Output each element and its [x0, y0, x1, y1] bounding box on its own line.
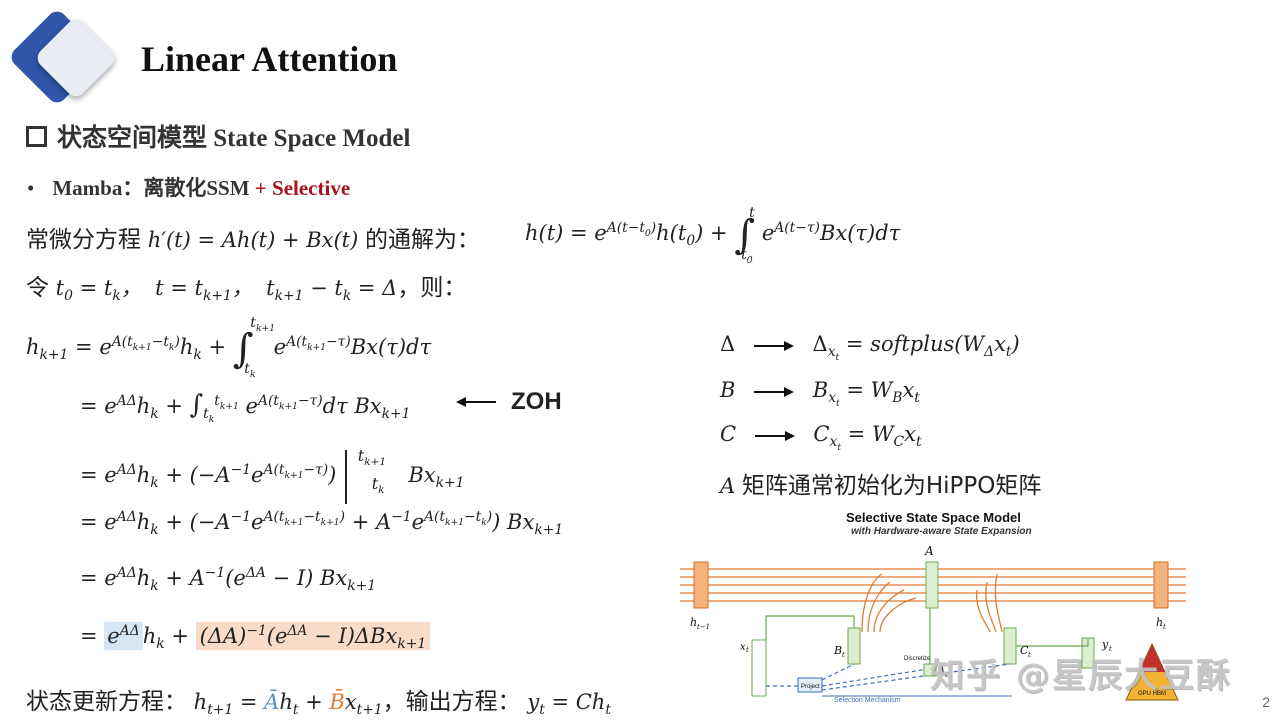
x-block: [751, 639, 767, 697]
ode-equation: h′(t) = Ah(t) + Bx(t): [147, 228, 359, 252]
mamba-bullet: • Mamba：离散化SSM + Selective: [27, 172, 350, 202]
let-prefix: 令: [26, 275, 49, 301]
section-heading: 状态空间模型 State Space Model: [26, 118, 410, 154]
selective-ssm-diagram: A h t−1 h t x t B t C t y t Δ t Project …: [680, 544, 1186, 704]
arrow-right-icon: [754, 386, 795, 397]
zoh-arrow-icon: [456, 397, 496, 407]
arrow-right-icon: [754, 430, 795, 441]
bullet-dot-icon: •: [27, 176, 35, 200]
hippo-line: A 矩阵通常初始化为HiPPO矩阵: [720, 473, 1042, 499]
h-prev-block: [693, 561, 709, 609]
bullet-discretize: 离散化: [143, 176, 207, 200]
let-line: 令 t0 = tk， t = tk+1， tk+1 − tk = Δ，则：: [26, 275, 467, 305]
label-x-t: x: [740, 642, 746, 653]
gpu-pyramid-top-icon: [1139, 644, 1165, 672]
derivation-line-3: = eAΔhk + (−A−1eA(tk+1−τ)) tk+1 tk Bxk+1: [80, 446, 464, 504]
b-block: [847, 627, 861, 665]
derivation-line-1: hk+1 = eA(tk+1−tk)hk + ∫ tk+1 tk eA(tk+1…: [26, 315, 432, 380]
watermark: 知乎 @星辰大豆酥: [930, 656, 1232, 696]
ode-general-solution: 的通解为：: [365, 227, 481, 253]
hippo-text: 矩阵通常初始化为HiPPO矩阵: [741, 473, 1042, 499]
h-t-block: [1153, 561, 1169, 609]
label-x-t-sub: t: [746, 646, 749, 654]
bullet-plus: +: [254, 176, 267, 200]
state-update-line: 状态更新方程： ht+1 = Āht + B̄xt+1，输出方程： yt = C…: [26, 689, 611, 719]
label-gpu: GPU HBM: [1138, 691, 1166, 697]
label-c-t-sub: t: [1028, 651, 1031, 659]
figure-title: Selective State Space Model: [846, 510, 1021, 525]
checkbox-square-icon: [26, 126, 47, 147]
label-project: Project: [801, 684, 820, 690]
map-b: B Bxt = WBxt: [720, 378, 920, 409]
bullet-ssm: SSM: [206, 176, 250, 200]
map-delta: Δ Δxt = softplus(WΔxt): [720, 332, 1020, 363]
zoh-label: ZOH: [511, 388, 562, 415]
label-discretize: Discretize: [904, 656, 931, 662]
section-label-en: State Space Model: [213, 125, 411, 152]
delta-block: [923, 663, 937, 677]
page-title: Linear Attention: [141, 39, 398, 79]
bullet-selective: Selective: [272, 176, 351, 200]
label-h-t-sub: t: [1163, 623, 1166, 631]
bullet-mamba: Mamba：: [52, 176, 144, 200]
general-solution-equation: h(t) = eA(t−t0)h(t0) + ∫ t t0 eA(t−τ)Bx(…: [525, 205, 901, 266]
label-b-t: B: [833, 644, 842, 657]
label-h-prev: h: [690, 616, 697, 629]
label-b-t-sub: t: [842, 651, 845, 659]
project-block: [797, 677, 823, 693]
label-h-t: h: [1156, 616, 1163, 629]
label-y-t: y: [1101, 638, 1109, 651]
ode-line: 常微分方程 h′(t) = Ah(t) + Bx(t) 的通解为：: [26, 220, 480, 254]
state-update-label: 状态更新方程：: [26, 689, 187, 715]
let-then: ，则：: [397, 275, 467, 301]
label-selection: Selection Mechanism: [834, 697, 901, 704]
derivation-line-5: = eAΔhk + A−1(eΔA − I) Bxk+1: [80, 565, 377, 595]
a-block: [925, 561, 939, 609]
ode-intro: 常微分方程: [26, 227, 141, 253]
label-a: A: [924, 544, 934, 558]
map-c: C Cxt = WCxt: [720, 422, 922, 453]
label-delta-t: Δ: [937, 666, 945, 677]
highlight-b-bar: (ΔA)−1(eΔA − I)ΔBxk+1: [195, 622, 431, 651]
label-y-t-sub: t: [1109, 645, 1112, 653]
page-number: 2: [1262, 694, 1270, 710]
label-h-prev-sub: t−1: [697, 623, 710, 631]
figure-subtitle: with Hardware-aware State Expansion: [851, 526, 1032, 537]
derivation-line-4: = eAΔhk + (−A−1eA(tk+1−tk+1) + A−1eA(tk+…: [80, 509, 564, 539]
highlight-a-bar: eAΔ: [104, 622, 143, 650]
arrow-right-icon: [753, 340, 794, 351]
section-label-cn: 状态空间模型: [57, 123, 208, 152]
label-delta-t-sub: t: [945, 671, 948, 679]
label-c-t: C: [1020, 644, 1029, 657]
derivation-line-2: = eAΔhk + ∫tktk+1 eA(tk+1−τ)dτ Bxk+1: [80, 390, 411, 425]
output-label: ，输出方程：: [382, 689, 521, 715]
